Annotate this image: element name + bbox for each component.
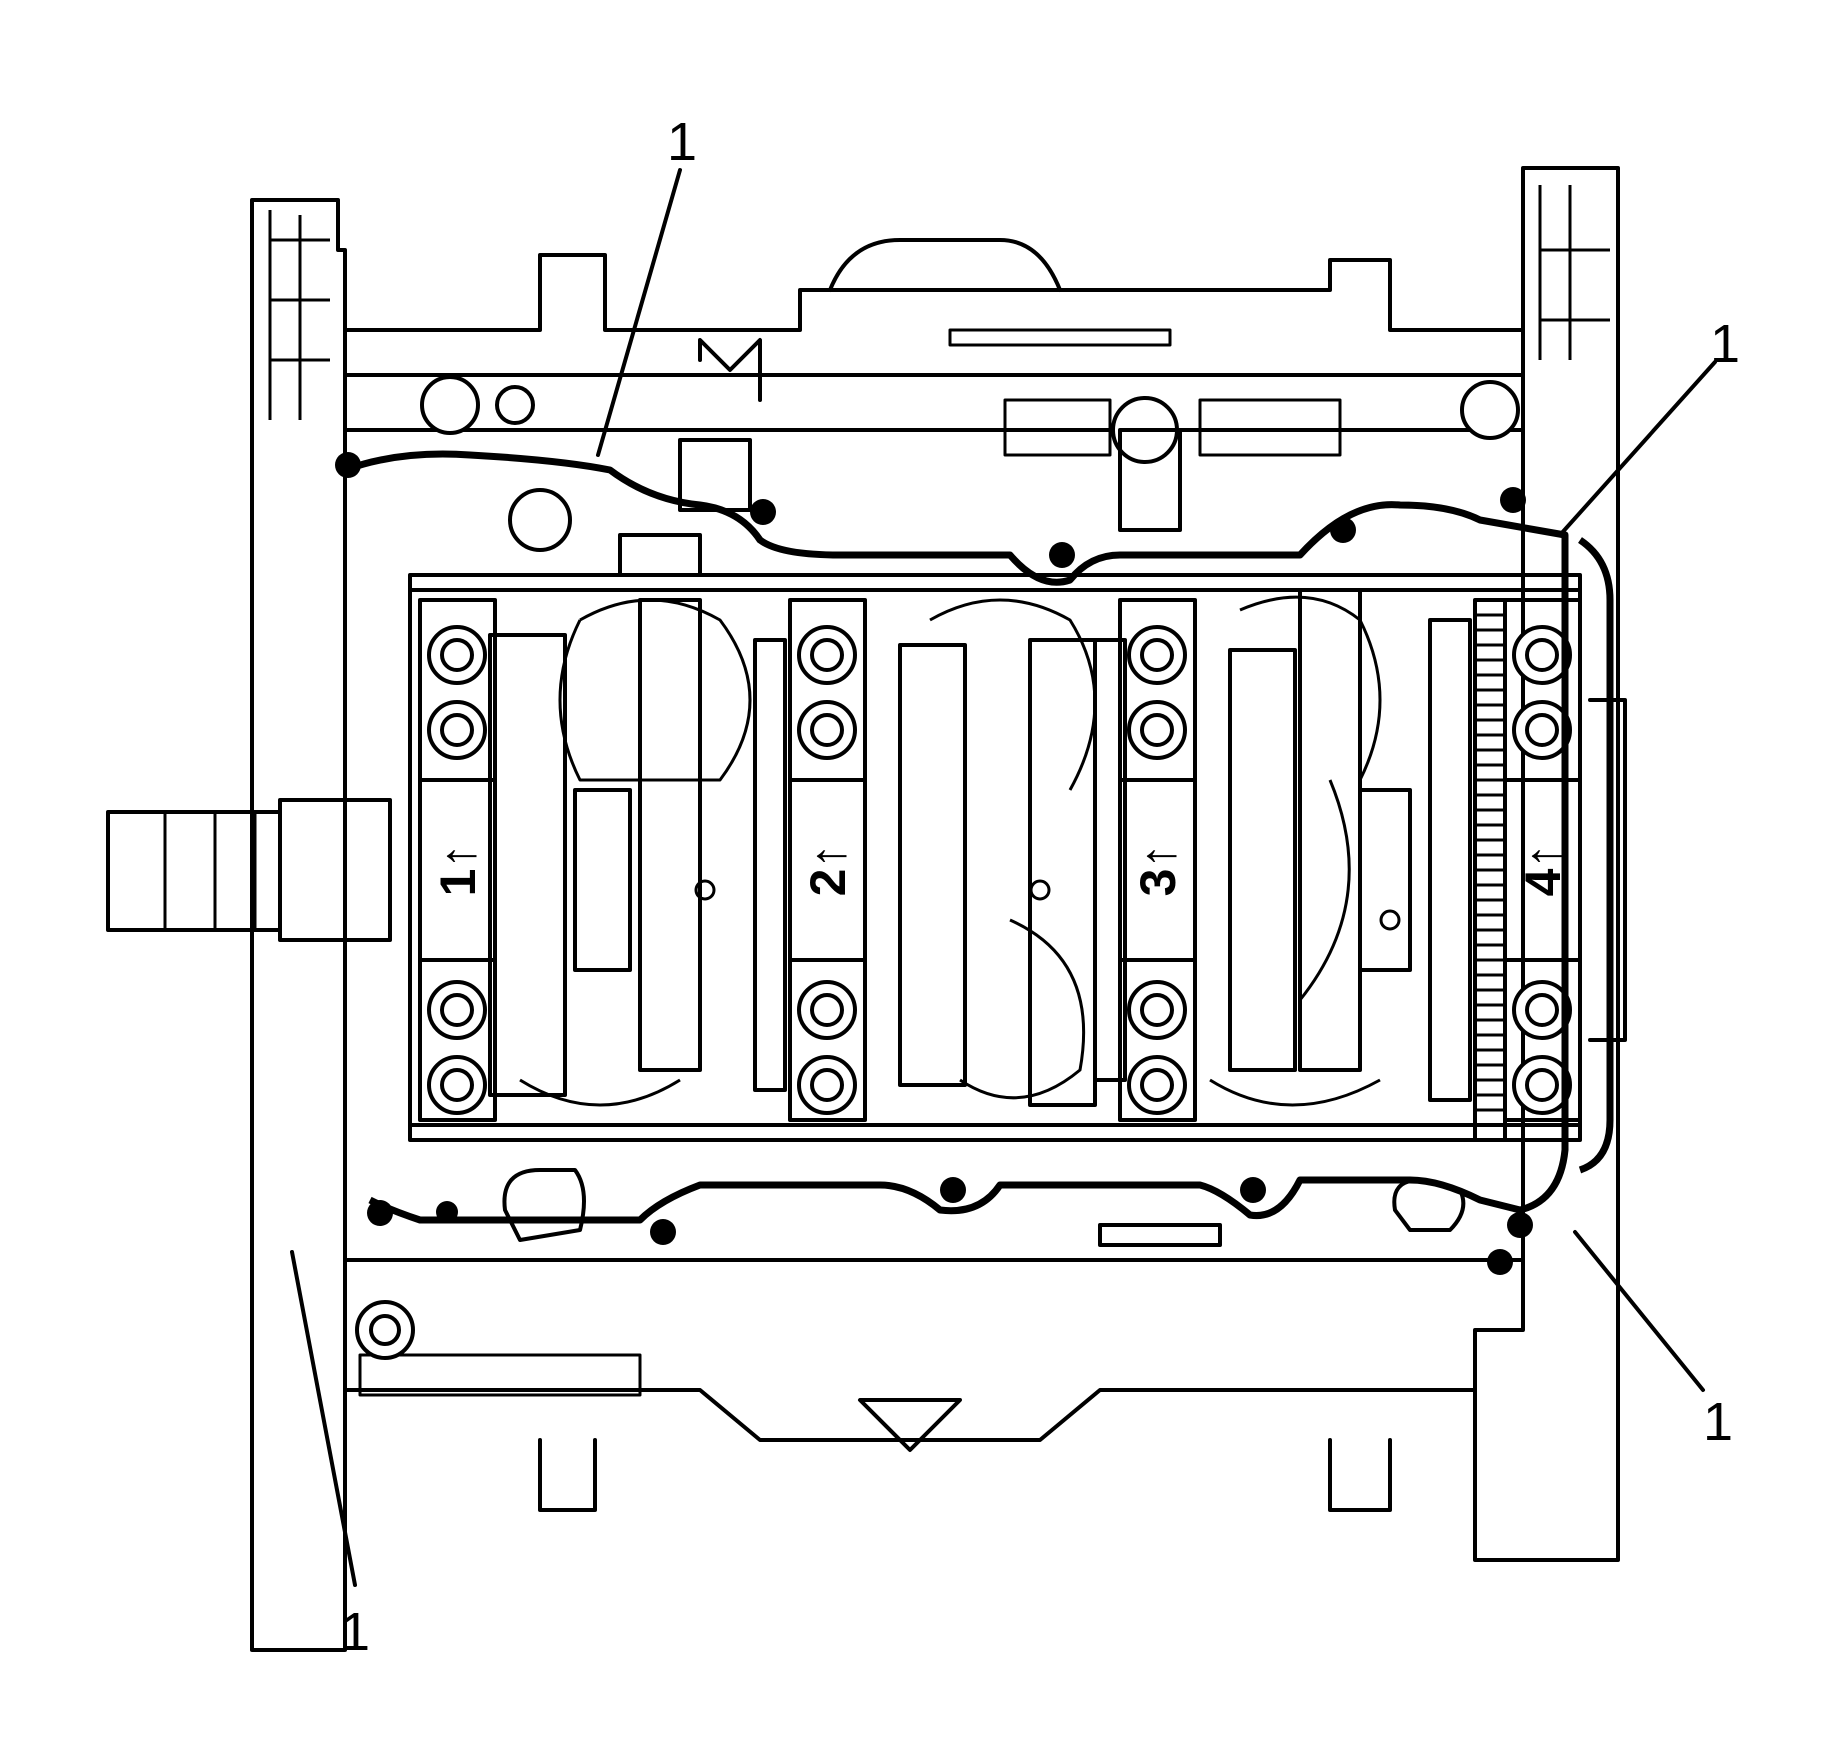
bearing-cap-label-2: 2↑ bbox=[800, 844, 856, 897]
callout-bottom-left: 1 bbox=[290, 1250, 370, 1662]
crankshaft-webs bbox=[488, 588, 1472, 1107]
callout-label-top-left: 1 bbox=[667, 112, 697, 172]
callout-label-bottom-right: 1 bbox=[1703, 1392, 1733, 1452]
lower-bolt-bosses bbox=[355, 1168, 1466, 1360]
callout-top-left: 1 bbox=[596, 112, 697, 457]
bearing-cap-label-1: 1↑ bbox=[430, 844, 486, 897]
ring-gear bbox=[1473, 598, 1507, 1142]
bearing-cap-label-3: 3↑ bbox=[1130, 844, 1186, 897]
bearing-cap-4: 4↑ bbox=[1503, 598, 1582, 1122]
crankcase-chamber bbox=[408, 573, 1582, 1142]
upper-sealant-bead bbox=[335, 450, 1614, 1275]
callout-top-right: 1 bbox=[1558, 314, 1740, 537]
bearing-cap-1: 1↑ bbox=[418, 598, 497, 1122]
engine-block-outline bbox=[106, 166, 1627, 1652]
callout-label-top-right: 1 bbox=[1710, 314, 1740, 374]
upper-bolt-bosses bbox=[420, 338, 1520, 577]
callout-bottom-right: 1 bbox=[1573, 1230, 1733, 1452]
bearing-cap-3: 3↑ bbox=[1118, 598, 1197, 1122]
crankshaft-counterweights bbox=[519, 595, 1382, 1107]
bearing-cap-2: 2↑ bbox=[788, 598, 867, 1122]
callout-label-bottom-left: 1 bbox=[340, 1602, 370, 1662]
